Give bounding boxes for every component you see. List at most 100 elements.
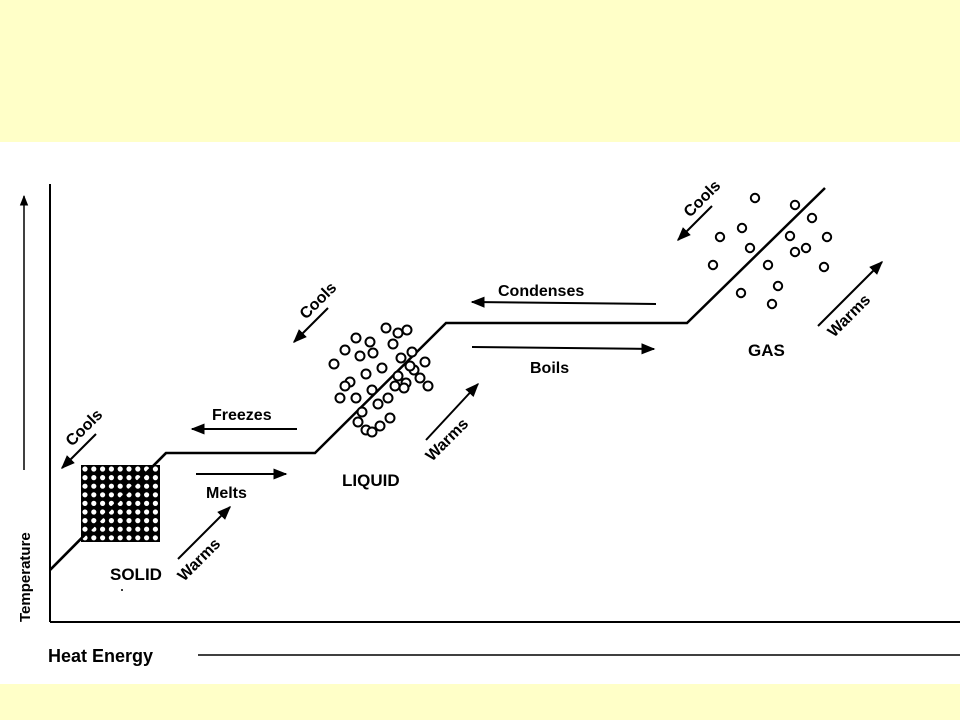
cools-solid-label: Cools [63, 406, 107, 450]
top-band [0, 0, 960, 142]
liquid-particle [392, 327, 404, 339]
solid-particle [151, 525, 160, 534]
solid-particle [98, 465, 107, 473]
condenses-label: Condenses [498, 283, 584, 300]
liquid-particle [366, 426, 378, 438]
liquid-particle [387, 338, 399, 350]
solid-particle [81, 473, 89, 482]
solid-particle [90, 516, 98, 525]
liquid-particle [422, 380, 434, 392]
gas-particle [749, 192, 761, 204]
liquid-particle [380, 322, 392, 334]
solid-particle [125, 499, 133, 508]
solid-particle [142, 490, 151, 499]
gas-particle [736, 222, 748, 234]
gas-particle [821, 231, 833, 243]
solid-particle [116, 533, 125, 542]
solid-particle [81, 508, 89, 516]
boils-arrow [471, 343, 656, 355]
melts-label: Melts [206, 485, 247, 502]
liquid-particle [339, 380, 351, 392]
solid-particle [90, 473, 98, 482]
solid-particle [142, 516, 151, 525]
condenses-arrow [470, 296, 657, 308]
gas-particle [789, 246, 801, 258]
solid-particle [116, 482, 125, 491]
solid-particle [134, 508, 142, 516]
solid-particle [134, 533, 142, 542]
cools-solid-arrow [61, 433, 97, 469]
solid-particle [81, 465, 89, 473]
cools-gas-arrow [677, 205, 713, 241]
solid-particle [98, 533, 107, 542]
solid-particle [134, 525, 142, 534]
liquid-particle [384, 412, 396, 424]
gas-particle [714, 231, 726, 243]
solid-particle [107, 525, 116, 534]
solid-particle [125, 465, 133, 473]
liquid-particle [350, 332, 362, 344]
gas-particle [806, 212, 818, 224]
curve-over-solid [49, 452, 167, 571]
solid-particle [98, 473, 107, 482]
gas-particle [762, 259, 774, 271]
solid-particle [151, 482, 160, 491]
liquid-particle [356, 406, 368, 418]
solid-particle [90, 499, 98, 508]
freezes-label: Freezes [212, 407, 272, 424]
solid-particle [90, 508, 98, 516]
solid-particle [151, 508, 160, 516]
solid-particle [107, 490, 116, 499]
liquid-particle [395, 352, 407, 364]
liquid-particle [350, 392, 362, 404]
gas-particle [772, 280, 784, 292]
warms-gas-label: Warms [825, 291, 874, 340]
liquid-particle [389, 380, 401, 392]
gas-particle [818, 261, 830, 273]
solid-particle [116, 508, 125, 516]
solid-particle [81, 499, 89, 508]
liquid-label: LIQUID [342, 471, 400, 490]
liquid-particle [367, 347, 379, 359]
liquid-particle [414, 372, 426, 384]
gas-particle [789, 199, 801, 211]
solid-particle [125, 516, 133, 525]
solid-particle [142, 473, 151, 482]
liquid-particles [328, 322, 434, 438]
liquid-particle [406, 346, 418, 358]
warms-liquid-arrow [425, 382, 479, 441]
solid-particle [116, 525, 125, 534]
liquid-particle [404, 360, 416, 372]
liquid-particle [376, 362, 388, 374]
solid-particle [151, 499, 160, 508]
solid-particle [107, 482, 116, 491]
warms-liquid-label: Warms [423, 415, 472, 464]
solid-particle [142, 482, 151, 491]
solid-particle [90, 465, 98, 473]
solid-particle [90, 482, 98, 491]
solid-particle [98, 499, 107, 508]
liquid-particle [372, 398, 384, 410]
liquid-particle [364, 336, 376, 348]
solid-particle [81, 490, 89, 499]
liquid-particle [419, 356, 431, 368]
solid-particle [125, 533, 133, 542]
solid-particle [134, 499, 142, 508]
solid-particle [151, 490, 160, 499]
solid-particle [90, 533, 98, 542]
solid-particle [151, 465, 160, 473]
solid-particle [107, 533, 116, 542]
solid-particle [151, 473, 160, 482]
solid-particle [107, 473, 116, 482]
solid-particle [142, 499, 151, 508]
liquid-particle [339, 344, 351, 356]
speck [121, 589, 123, 591]
warms-solid-arrow [177, 506, 231, 560]
liquid-particle [334, 392, 346, 404]
gas-particles [707, 192, 833, 310]
y-axis-label: Temperature [17, 532, 34, 622]
solid-particle [116, 516, 125, 525]
warms-gas-arrow [817, 261, 883, 327]
solid-particle [107, 465, 116, 473]
liquid-particle [392, 370, 404, 382]
